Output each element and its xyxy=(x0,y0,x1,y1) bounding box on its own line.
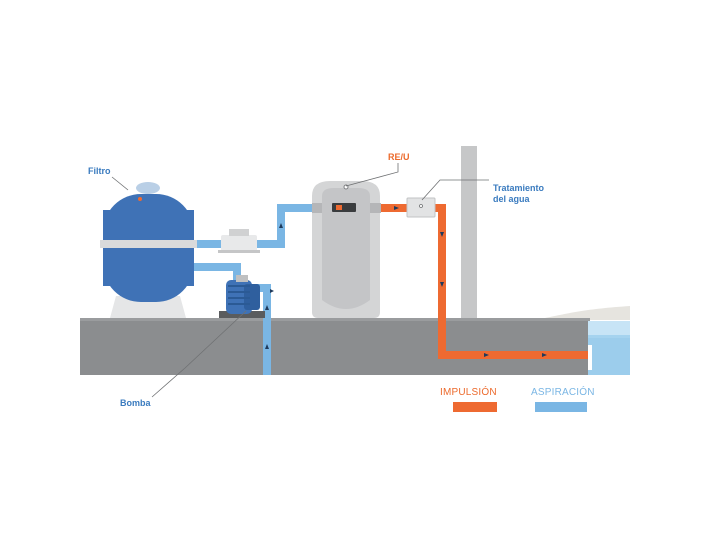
water-treatment-label: Tratamiento del agua xyxy=(493,183,545,204)
wall-column xyxy=(461,146,477,318)
flow-arrows xyxy=(265,206,547,357)
heat-pump-label: RE/U xyxy=(388,152,410,162)
legend-impulsion-text: IMPULSIÓN xyxy=(440,387,497,398)
filter-tank-icon xyxy=(100,182,197,318)
legend-aspiracion-swatch xyxy=(535,402,587,412)
multiport-valve-icon xyxy=(218,229,260,253)
beach-slope xyxy=(545,306,630,320)
pump-label: Bomba xyxy=(120,398,151,408)
legend-aspiracion-text: ASPIRACIÓN xyxy=(531,387,595,398)
heat-pump-unit-icon xyxy=(312,181,381,318)
leader-lines xyxy=(111,163,489,398)
pool-icon xyxy=(588,321,630,375)
filter-label: Filtro xyxy=(88,166,111,176)
pump-icon xyxy=(219,275,265,318)
ground-slab xyxy=(80,318,590,375)
legend-impulsion-swatch xyxy=(453,402,497,412)
ground-top-edge xyxy=(80,318,590,321)
water-treatment-box-icon xyxy=(406,197,436,218)
